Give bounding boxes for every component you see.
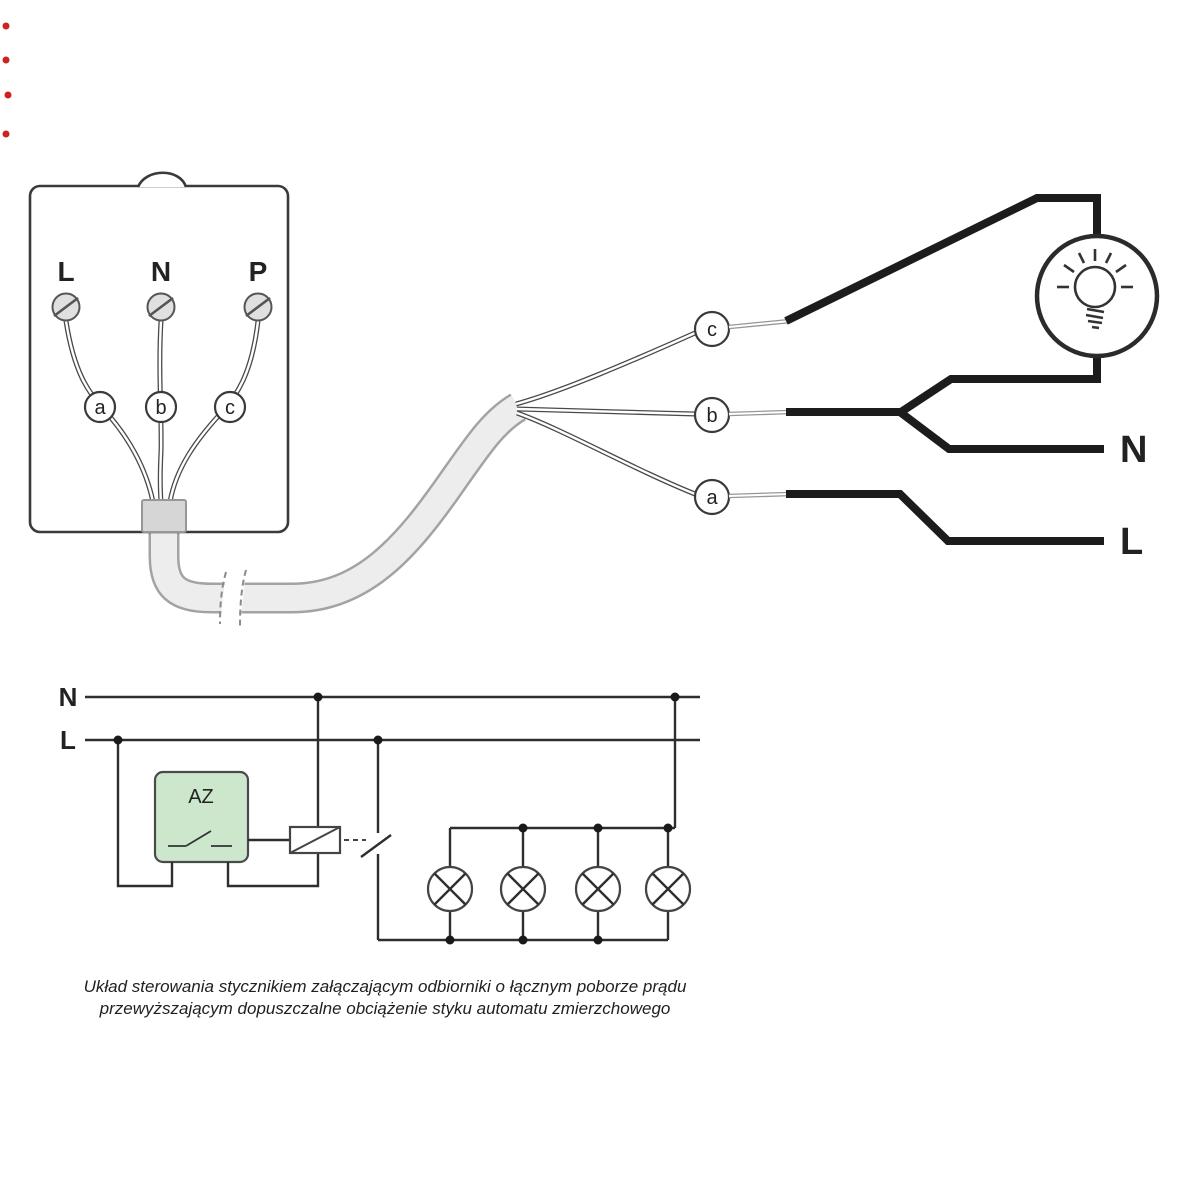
wire-label-b: b	[144, 390, 178, 424]
az-label: AZ	[188, 786, 214, 808]
wire-label-a-text: a	[94, 397, 106, 419]
contactor-coil	[288, 825, 342, 855]
screw-slot-icon	[148, 296, 174, 318]
lamp-icon-1	[426, 865, 474, 913]
cable-sleeve	[141, 499, 187, 533]
twilight-switch-az: AZ	[153, 770, 250, 864]
terminal-label-P: P	[249, 256, 268, 287]
connector-b-text: b	[706, 405, 717, 427]
lamp-icon-3	[574, 865, 622, 913]
caption-line-2: przewyższającym dopuszczalne obciążenie …	[99, 999, 671, 1018]
light-bulb-icon	[1034, 233, 1160, 359]
device-box: L N P a b	[28, 171, 290, 534]
cable-gland-bump	[136, 171, 188, 188]
connector-a-text: a	[706, 487, 718, 509]
lamp-icon-4	[644, 865, 692, 913]
bulb-rays	[1057, 249, 1133, 289]
junction-dots	[113, 692, 680, 945]
schematic-line-label: L	[60, 725, 76, 755]
connector-b: b	[693, 396, 731, 434]
screw-terminal-N	[146, 292, 176, 322]
phase-line	[786, 490, 1104, 545]
fanout-wires	[515, 330, 697, 497]
wire-label-c-text: c	[225, 397, 235, 419]
lamp-icons	[426, 865, 692, 913]
wire-tips	[728, 318, 791, 499]
screw-terminal-P	[243, 292, 273, 322]
cable	[148, 393, 527, 627]
wire-label-a: a	[83, 390, 117, 424]
connector-c: c	[693, 310, 731, 348]
connector-c-text: c	[707, 319, 717, 341]
lamp-icon-2	[499, 865, 547, 913]
screw-slot-icon	[245, 296, 271, 318]
contactor-contact	[360, 740, 392, 940]
control-schematic: N L AZ	[59, 682, 700, 945]
bulb-base	[1085, 307, 1105, 330]
schematic-neutral-label: N	[59, 682, 78, 712]
wire-label-b-text: b	[155, 397, 166, 419]
terminal-label-L: L	[57, 256, 74, 287]
terminal-label-N: N	[151, 256, 171, 287]
az-wiring	[116, 697, 320, 888]
wire-label-c: c	[213, 390, 247, 424]
mains-circuit: N L	[784, 194, 1147, 563]
screw-terminal-L	[51, 292, 81, 322]
cable-break	[219, 569, 247, 627]
mains-line-label: L	[1120, 521, 1143, 563]
edge-artifacts	[2, 22, 12, 138]
connector-a: a	[693, 478, 731, 516]
lamp-feed-line	[784, 194, 1101, 325]
lamp-return-line	[898, 357, 1101, 416]
mains-neutral-label: N	[1120, 429, 1147, 471]
caption-line-1: Układ sterowania stycznikiem załączający…	[84, 977, 687, 996]
neutral-line	[786, 408, 1104, 453]
screw-slot-icon	[53, 296, 79, 318]
az-internal-contact	[168, 830, 232, 847]
